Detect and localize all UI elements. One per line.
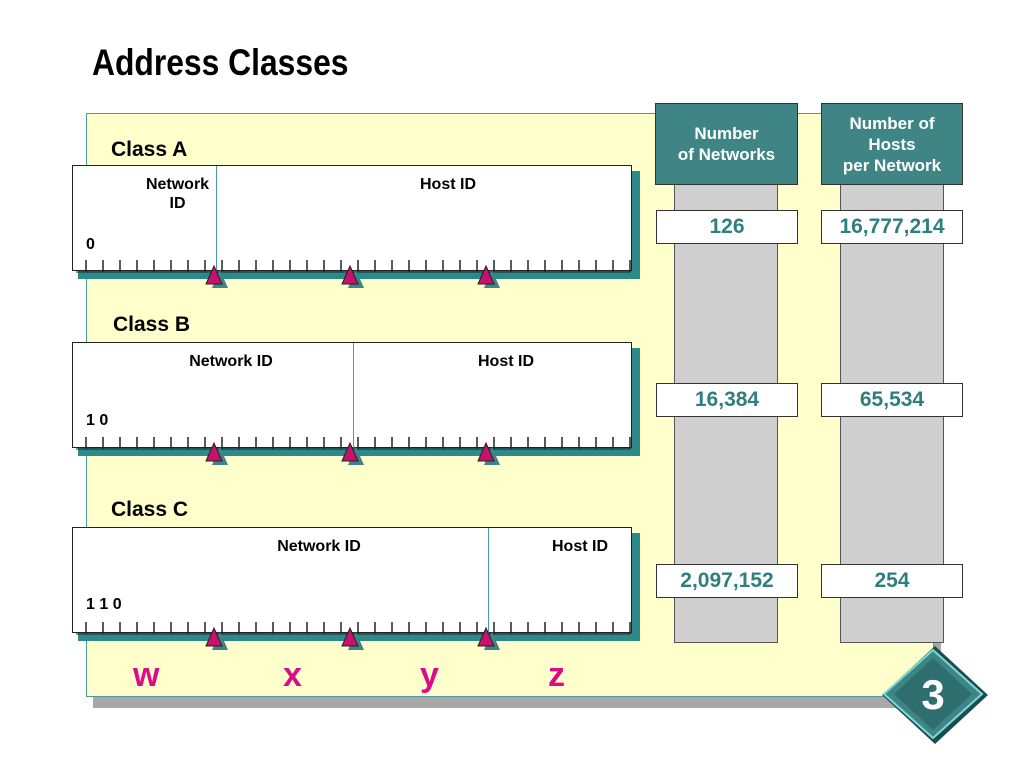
class-b-hosts-value: 65,534 xyxy=(821,383,963,417)
class-b-host-id-label: Host ID xyxy=(478,353,534,370)
class-a-prefix-bits: 0 xyxy=(86,236,95,253)
class-b-ticks xyxy=(76,437,631,465)
class-a-label: Class A xyxy=(111,138,188,161)
octet-boundary-marker xyxy=(205,626,223,647)
slide-number: 3 xyxy=(921,671,944,718)
octet-boundary-marker xyxy=(205,264,223,285)
octet-boundary-marker xyxy=(477,626,495,647)
slide-title: Address Classes xyxy=(92,42,349,83)
octet-boundary-marker xyxy=(341,264,359,285)
class-c-register xyxy=(72,527,632,633)
class-a-network-host-divider xyxy=(216,166,217,272)
class-b-label: Class B xyxy=(113,313,191,336)
class-a-host-id-label: Host ID xyxy=(420,176,476,193)
class-a-ticks xyxy=(76,260,631,288)
class-c-host-id-label: Host ID xyxy=(552,538,608,555)
networks-column-header: Number of Networks xyxy=(655,103,798,185)
slide-number-badge: 3 xyxy=(882,646,988,744)
class-c-label: Class C xyxy=(111,498,189,521)
hosts-column-header: Number of Hosts per Network xyxy=(821,103,963,185)
octet-y-label: y xyxy=(420,656,439,694)
class-b-networks-value: 16,384 xyxy=(656,383,798,417)
class-c-networks-value: 2,097,152 xyxy=(656,564,798,598)
class-c-hosts-value: 254 xyxy=(821,564,963,598)
class-a-networks-value: 126 xyxy=(656,210,798,244)
class-b-register xyxy=(72,342,632,448)
class-c-ticks xyxy=(76,622,631,650)
class-c-network-id-label: Network ID xyxy=(277,538,361,555)
octet-x-label: x xyxy=(283,656,302,694)
class-a-hosts-value: 16,777,214 xyxy=(821,210,963,244)
class-c-prefix-bits: 1 1 0 xyxy=(86,596,122,613)
class-b-prefix-bits: 1 0 xyxy=(86,412,109,429)
class-a-network-id-label: Network ID xyxy=(145,176,210,212)
octet-boundary-marker xyxy=(477,441,495,462)
octet-boundary-marker xyxy=(205,441,223,462)
octet-boundary-marker xyxy=(477,264,495,285)
networks-header-text: Number of Networks xyxy=(677,124,776,164)
class-b-network-host-divider xyxy=(353,343,354,449)
class-b-network-id-label: Network ID xyxy=(189,353,273,370)
class-c-network-host-divider xyxy=(488,528,489,634)
octet-boundary-marker xyxy=(341,626,359,647)
octet-z-label: z xyxy=(548,656,565,694)
octet-w-label: w xyxy=(133,656,160,694)
hosts-header-text: Number of Hosts per Network xyxy=(842,113,942,175)
octet-boundary-marker xyxy=(341,441,359,462)
